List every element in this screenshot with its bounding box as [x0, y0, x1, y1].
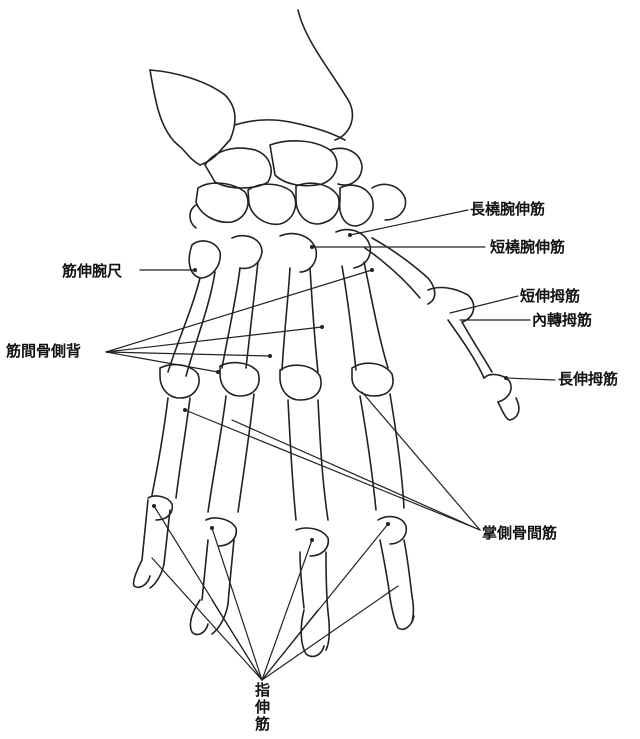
middle-phalanges — [142, 496, 412, 612]
label-ext-carpi-radialis-brevis: 短橈腕伸筋 — [490, 240, 565, 255]
label-palmar-interossei: 掌側骨間筋 — [482, 526, 557, 541]
carpal-bones — [190, 141, 406, 228]
forearm-bones — [150, 10, 352, 165]
label-abd-pollicis-longus: 內轉拇筋 — [532, 313, 592, 328]
label-ext-digitorum: 指伸筋 — [254, 682, 269, 733]
label-ext-carpi-ulnaris: 筋伸腕尺 — [62, 264, 122, 279]
proximal-phalanges — [152, 363, 404, 520]
distal-phalanges — [133, 560, 414, 656]
leader-lines — [106, 210, 555, 680]
label-ext-pollicis-brevis: 短伸拇筋 — [520, 289, 580, 304]
label-ext-carpi-radialis-longus: 長橈腕伸筋 — [470, 202, 545, 217]
label-dorsal-interossei: 筋間骨側背 — [6, 344, 81, 359]
label-ext-pollicis-longus: 長伸拇筋 — [558, 372, 618, 387]
insertion-dots — [152, 233, 508, 542]
